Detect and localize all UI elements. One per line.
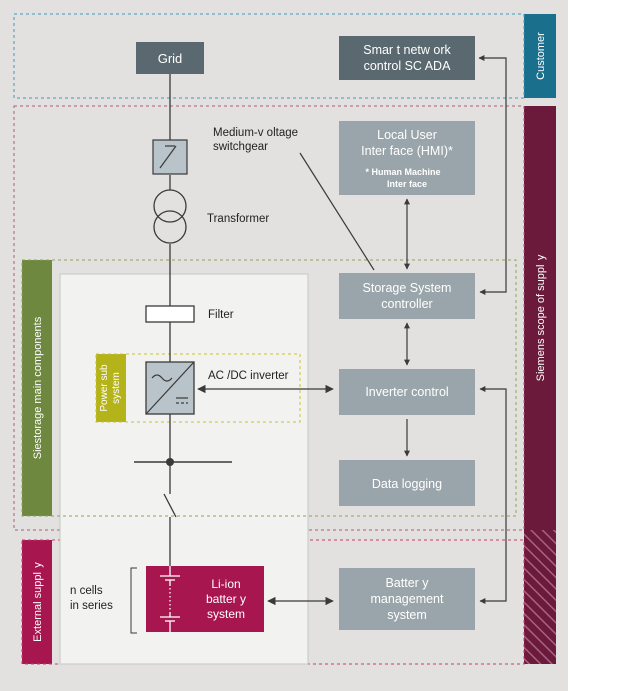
controller-box: Storage System controller [339,273,475,319]
hmi-note-2: Inter face [387,179,427,189]
battery-label-1: Li-ion [211,577,240,591]
controller-label-2: controller [381,297,432,311]
grid-box: Grid [136,42,204,74]
siestorage-band: Siestorage main components [22,260,52,516]
customer-region-outline [13,13,525,99]
hmi-box: Local User Inter face (HMI)* * Human Mac… [339,121,475,195]
switch-icon [152,139,188,175]
power-sub-outline [95,353,301,423]
data-logging-box: Data logging [339,460,475,506]
battery-label-2: batter y [206,592,246,606]
external-band: External suppl y [22,540,52,664]
bms-label-2: management [371,592,444,606]
transformer-label: Transformer [207,213,269,225]
battery-box: Li-ion batter y system [146,566,264,632]
grid-label: Grid [158,51,183,66]
busbar-icon [134,458,232,466]
bms-box: Batter y management system [339,568,475,630]
bms-label-1: Batter y [385,576,429,590]
power-sub-band: Power sub system [96,354,126,422]
customer-band-label: Customer [535,32,547,80]
siemens-band: Siemens scope of suppl y [524,106,556,530]
power-sub-label-2: system [111,372,122,404]
hmi-label-1: Local User [377,128,437,142]
filter-icon [145,305,195,323]
battery-label-3: system [207,607,245,621]
cells-bracket [130,567,137,634]
switchgear-label-1: Medium-v oltage [213,127,298,139]
hmi-label-2: Inter face (HMI)* [361,144,453,158]
siestorage-band-label: Siestorage main components [32,316,44,459]
inverter-control-box: Inverter control [339,369,475,415]
scada-label-1: Smar t netw ork [363,43,451,57]
siemens-band-label: Siemens scope of suppl y [535,254,547,381]
external-band-label: External suppl y [32,562,44,642]
switchgear-controller-line [299,152,375,271]
inverter-control-label: Inverter control [365,385,448,399]
bms-label-3: system [387,608,427,622]
hatched-band [524,530,556,664]
inverter-icon [145,361,195,415]
data-logging-label: Data logging [372,477,442,491]
connectors [197,55,507,606]
battery-cells-icon [160,566,180,632]
scada-label-2: control SC ADA [364,59,452,73]
siestorage-region-outline [21,259,517,517]
filter-label: Filter [208,309,234,321]
inverter-label: AC /DC inverter [208,370,289,382]
power-sub-label-1: Power sub [99,364,110,412]
inverter-bms-link [479,386,507,604]
breaker-icon [163,493,177,518]
hmi-note-1: * Human Machine [365,167,440,177]
cells-label-1: n cells [70,585,103,597]
scada-box: Smar t netw ork control SC ADA [339,36,475,80]
switchgear-label-2: switchgear [213,141,268,153]
scada-controller-link [478,55,507,295]
cells-label-2: in series [70,600,113,612]
customer-band: Customer [524,14,556,98]
transformer-icon [153,189,187,244]
controller-label-1: Storage System [363,281,452,295]
